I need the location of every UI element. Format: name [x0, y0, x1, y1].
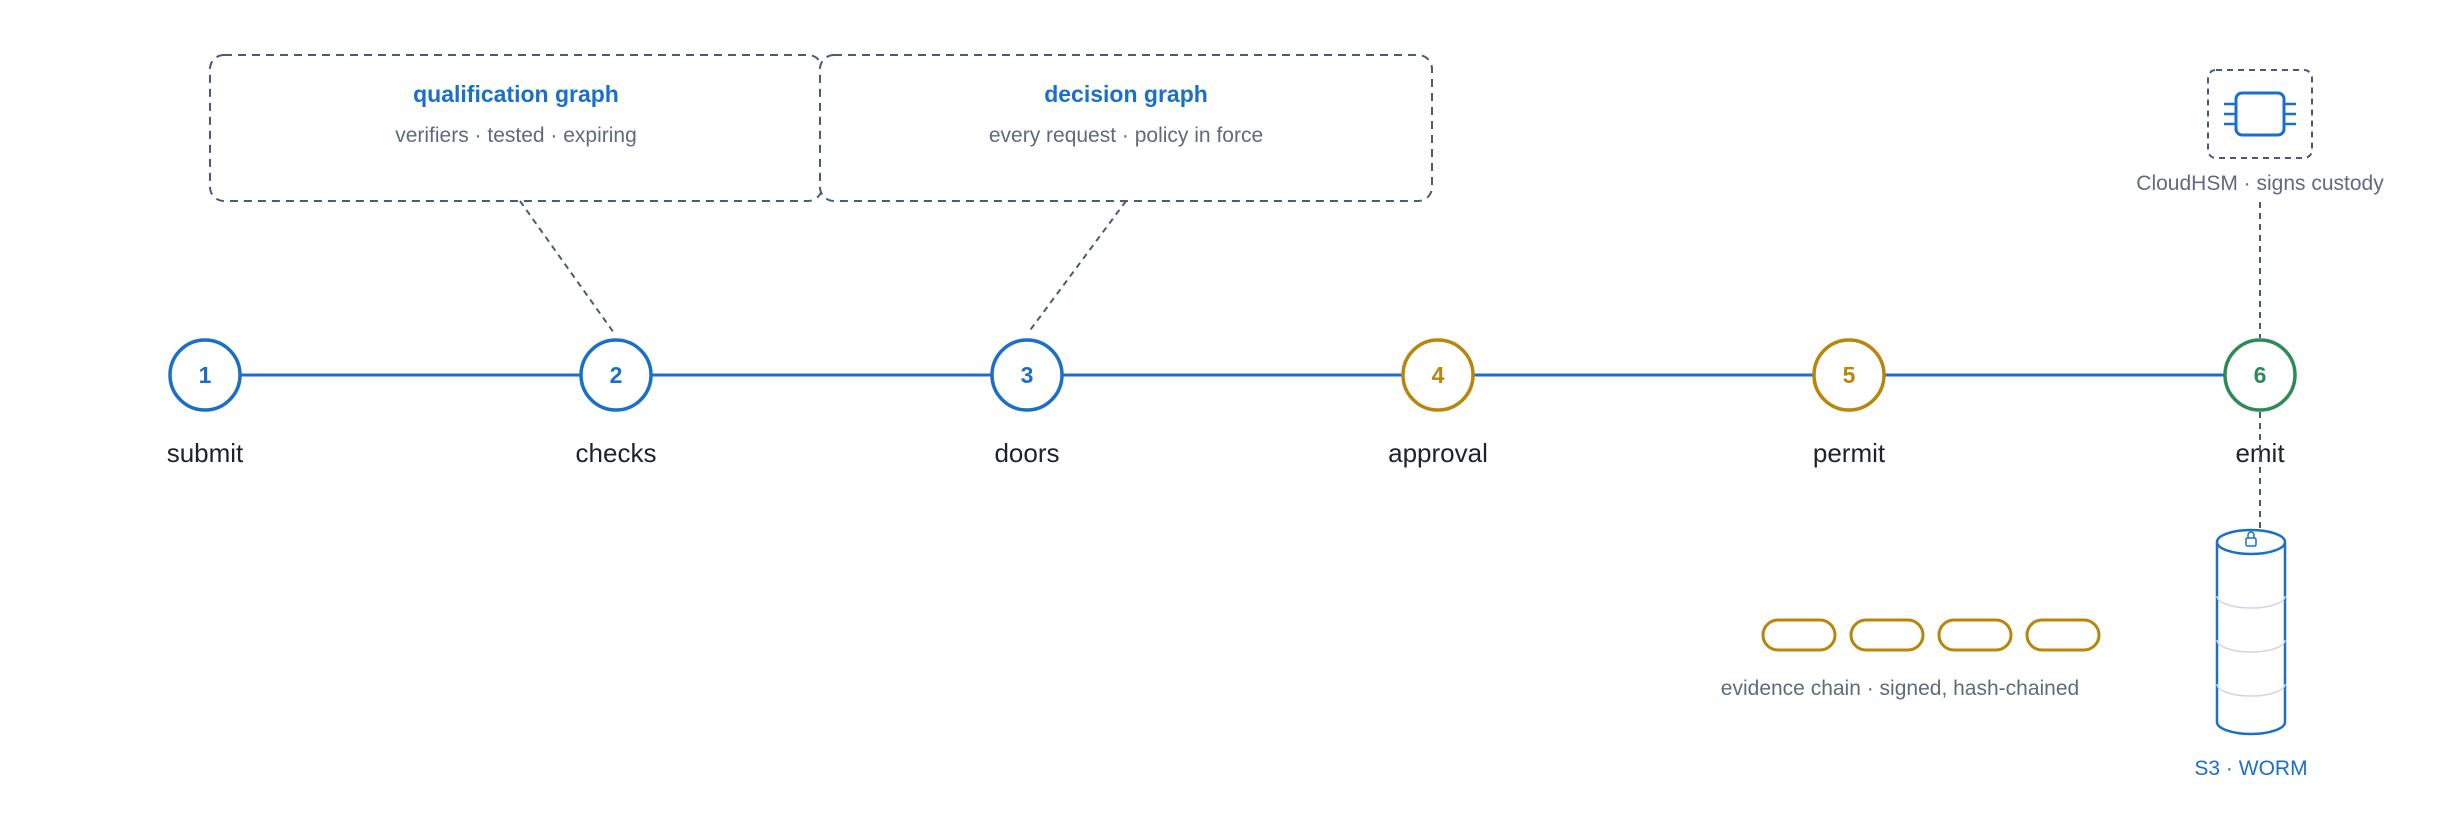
step-circle — [1401, 338, 1475, 412]
step-label: submit — [167, 438, 244, 468]
decision-graph-subtitle: every request · policy in force — [989, 124, 1263, 147]
qualification-graph-box: qualification graph verifiers · tested ·… — [209, 54, 823, 202]
step-2: 2 checks — [576, 338, 657, 468]
step-1: 1 submit — [167, 338, 244, 468]
decision-graph-box: decision graph every request · policy in… — [819, 54, 1433, 202]
step-number: 6 — [2254, 362, 2267, 388]
evidence-chain-caption: evidence chain · signed, hash-chained — [1721, 677, 2079, 700]
evidence-chain: evidence chain · signed, hash-chained — [1721, 618, 2101, 700]
cloudhsm-caption: CloudHSM · signs custody — [2136, 172, 2384, 195]
step-label: permit — [1813, 438, 1886, 468]
step-label: emit — [2235, 438, 2285, 468]
s3-caption: S3 · WORM — [2194, 757, 2307, 780]
step-circle — [168, 338, 242, 412]
evidence-link — [2025, 618, 2101, 652]
step-label: doors — [994, 438, 1059, 468]
evidence-link — [1761, 618, 1837, 652]
step-number: 3 — [1021, 362, 1034, 388]
step-label: approval — [1388, 438, 1488, 468]
step-number: 5 — [1843, 362, 1856, 388]
qualification-connector — [519, 200, 615, 334]
step-6: 6 emit — [2223, 338, 2297, 468]
step-number: 1 — [199, 362, 212, 388]
qualification-graph-subtitle: verifiers · tested · expiring — [395, 124, 637, 147]
step-circle — [990, 338, 1064, 412]
database-cylinder-icon — [2215, 528, 2287, 736]
decision-graph-title: decision graph — [1044, 81, 1208, 107]
decision-connector — [1027, 200, 1127, 334]
step-4: 4 approval — [1388, 338, 1488, 468]
qualification-graph-title: qualification graph — [413, 81, 619, 107]
evidence-link — [1849, 618, 1925, 652]
step-5: 5 permit — [1812, 338, 1886, 468]
step-circle — [2223, 338, 2297, 412]
cloudhsm-node: CloudHSM · signs custody — [2136, 69, 2384, 195]
steps: 1 submit 2 checks 3 doors 4 approval 5 permit 6 emi… — [167, 338, 2297, 468]
step-number: 2 — [610, 362, 623, 388]
s3-worm-storage: S3 · WORM — [2194, 528, 2308, 780]
step-3: 3 doors — [990, 338, 1064, 468]
step-circle — [1812, 338, 1886, 412]
evidence-link — [1937, 618, 2013, 652]
lock-icon — [2245, 531, 2257, 547]
step-circle — [579, 338, 653, 412]
chip-icon — [2224, 91, 2296, 137]
step-number: 4 — [1432, 362, 1445, 388]
step-label: checks — [576, 438, 657, 468]
